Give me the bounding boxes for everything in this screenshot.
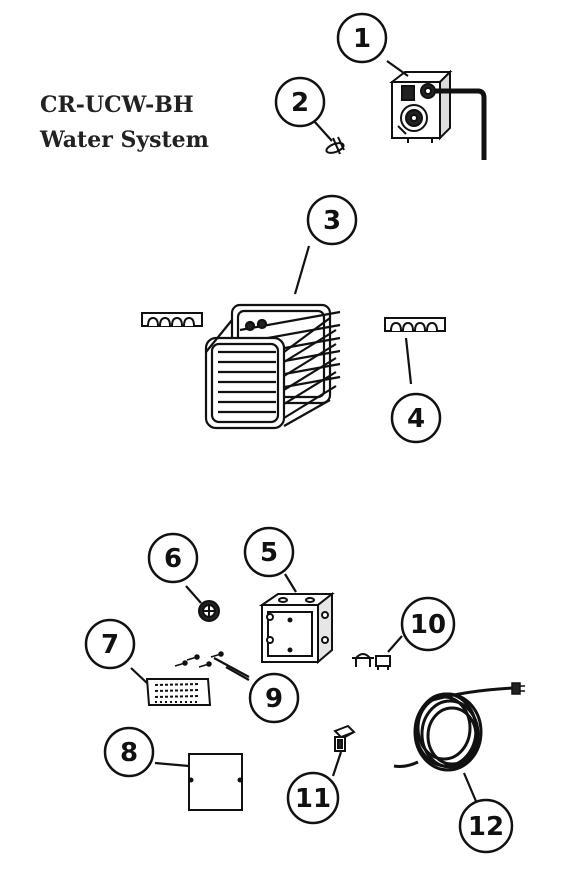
leader-2	[313, 120, 333, 142]
callout-11: 11	[286, 771, 340, 825]
callout-4: 4	[390, 392, 442, 444]
part-11-switch	[333, 724, 356, 752]
callout-9: 9	[248, 672, 300, 724]
part-8-cover-plate	[188, 753, 243, 811]
callout-label: 9	[265, 684, 283, 714]
leader-4	[404, 337, 413, 385]
callout-label: 7	[101, 630, 119, 660]
part-2-clip	[325, 136, 345, 155]
leader-6	[185, 585, 202, 604]
callout-3: 3	[306, 194, 358, 246]
part-4-coil-bracket	[384, 317, 446, 332]
coil-bracket-left	[141, 312, 203, 327]
leader-9a	[213, 657, 250, 678]
leader-5	[284, 573, 297, 593]
callout-label: 4	[407, 404, 425, 434]
callout-label: 8	[120, 738, 138, 768]
part-10-clamps	[352, 653, 391, 670]
leader-11	[331, 751, 343, 777]
callout-label: 5	[260, 538, 278, 568]
leader-7	[130, 667, 148, 684]
callout-10: 10	[400, 596, 456, 652]
callout-8: 8	[103, 726, 155, 778]
part-5-electrical-box	[258, 591, 335, 665]
part-6-plug	[198, 600, 220, 622]
part-1-pump-assembly	[389, 69, 487, 160]
callout-label: 3	[323, 206, 341, 236]
callout-1: 1	[336, 12, 388, 64]
callout-7: 7	[84, 618, 136, 670]
callout-2: 2	[274, 76, 326, 128]
callout-label: 12	[468, 812, 504, 842]
leader-lines	[130, 60, 480, 807]
leader-8	[154, 761, 190, 768]
leader-10	[387, 635, 403, 653]
callout-12: 12	[458, 798, 514, 854]
diagram-title-line2: Water System	[39, 127, 209, 153]
callout-label: 10	[410, 610, 446, 640]
callout-6: 6	[147, 532, 199, 584]
callout-label: 11	[295, 784, 331, 814]
callout-5: 5	[243, 526, 295, 578]
diagram-title-line1: CR-UCW-BH	[40, 92, 194, 118]
leader-12	[462, 772, 480, 807]
callout-label: 1	[353, 24, 371, 54]
part-7-control-board	[145, 678, 212, 706]
part-9-screws	[174, 651, 224, 668]
callout-label: 6	[164, 544, 182, 574]
leader-3	[293, 245, 311, 295]
leader-9b	[225, 666, 250, 681]
part-12-power-cord-coil	[393, 682, 525, 772]
callout-label: 2	[291, 88, 309, 118]
part-3-coil-assembly	[204, 303, 341, 430]
leader-1	[386, 60, 409, 77]
